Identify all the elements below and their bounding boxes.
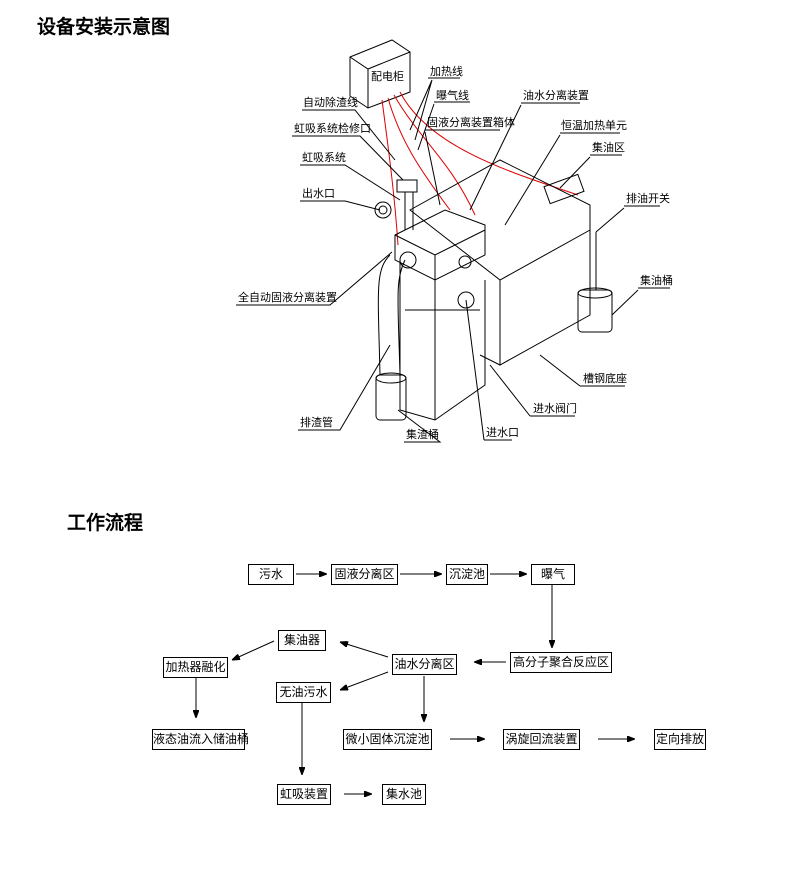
- flow-node-discharge: 定向排放: [654, 729, 706, 750]
- leader-lines: [236, 77, 670, 443]
- label-oil-bucket: 集油桶: [640, 274, 673, 287]
- arrow: [340, 642, 389, 658]
- flow-node-sewage: 污水: [248, 564, 294, 585]
- flow-node-sedimentation: 沉淀池: [446, 564, 488, 585]
- flow-node-heater: 加热器融化: [163, 657, 228, 678]
- label-slag-pipe: 排渣管: [300, 416, 333, 429]
- flow-node-sump: 集水池: [382, 784, 426, 805]
- label-aeration-wire: 曝气线: [436, 89, 469, 102]
- slag-bucket: [375, 374, 407, 421]
- flow-node-micro-solid: 微小固体沉淀池: [343, 729, 432, 750]
- flow-node-vortex: 涡旋回流装置: [503, 729, 580, 750]
- oil-pipe: [589, 232, 597, 290]
- install-title: 设备安装示意图: [37, 16, 171, 38]
- label-siphon-access: 虹吸系统检修口: [294, 122, 371, 135]
- flow-node-aeration: 曝气: [531, 564, 575, 585]
- flow-node-oil-water: 油水分离区: [392, 654, 457, 675]
- label-siphon: 虹吸系统: [302, 151, 346, 164]
- flow-node-oil-collector: 集油器: [278, 630, 326, 651]
- flow-title: 工作流程: [67, 512, 144, 534]
- siphon-access-port: [396, 179, 418, 193]
- label-inlet: 进水口: [486, 426, 519, 439]
- label-inlet-valve: 进水阀门: [533, 402, 577, 415]
- label-auto-slag-wire: 自动除渣线: [303, 96, 358, 109]
- label-auto-sep: 全自动固液分离装置: [238, 291, 337, 304]
- outlet-flange: [374, 201, 392, 219]
- flow-node-solid-liquid: 固液分离区: [331, 564, 398, 585]
- label-sep-box: 固液分离装置箱体: [427, 116, 515, 129]
- arrow: [232, 640, 275, 660]
- label-oil-water-sep: 油水分离装置: [523, 89, 589, 102]
- label-thermo-unit: 恒温加热单元: [561, 119, 627, 132]
- slag-pipe: [377, 254, 406, 376]
- flow-node-oil-free: 无油污水: [276, 682, 331, 703]
- oil-bucket: [577, 289, 613, 333]
- label-slag-bucket: 集渣桶: [406, 428, 439, 441]
- label-steel-base: 槽钢底座: [583, 372, 627, 385]
- flow-node-liquid-oil: 液态油流入储油桶: [152, 729, 249, 750]
- flow-node-polymer: 高分子聚合反应区: [510, 652, 612, 673]
- label-cabinet: 配电柜: [371, 70, 404, 83]
- label-oil-switch: 排油开关: [626, 192, 670, 205]
- arrow: [340, 671, 389, 690]
- cabinet-shape: [349, 39, 411, 109]
- label-oil-zone: 集油区: [592, 141, 625, 154]
- oil-zone-cover: [543, 173, 585, 205]
- label-heat-wire: 加热线: [430, 65, 463, 78]
- label-outlet: 出水口: [302, 187, 335, 200]
- flow-node-siphon-device: 虹吸装置: [277, 784, 331, 805]
